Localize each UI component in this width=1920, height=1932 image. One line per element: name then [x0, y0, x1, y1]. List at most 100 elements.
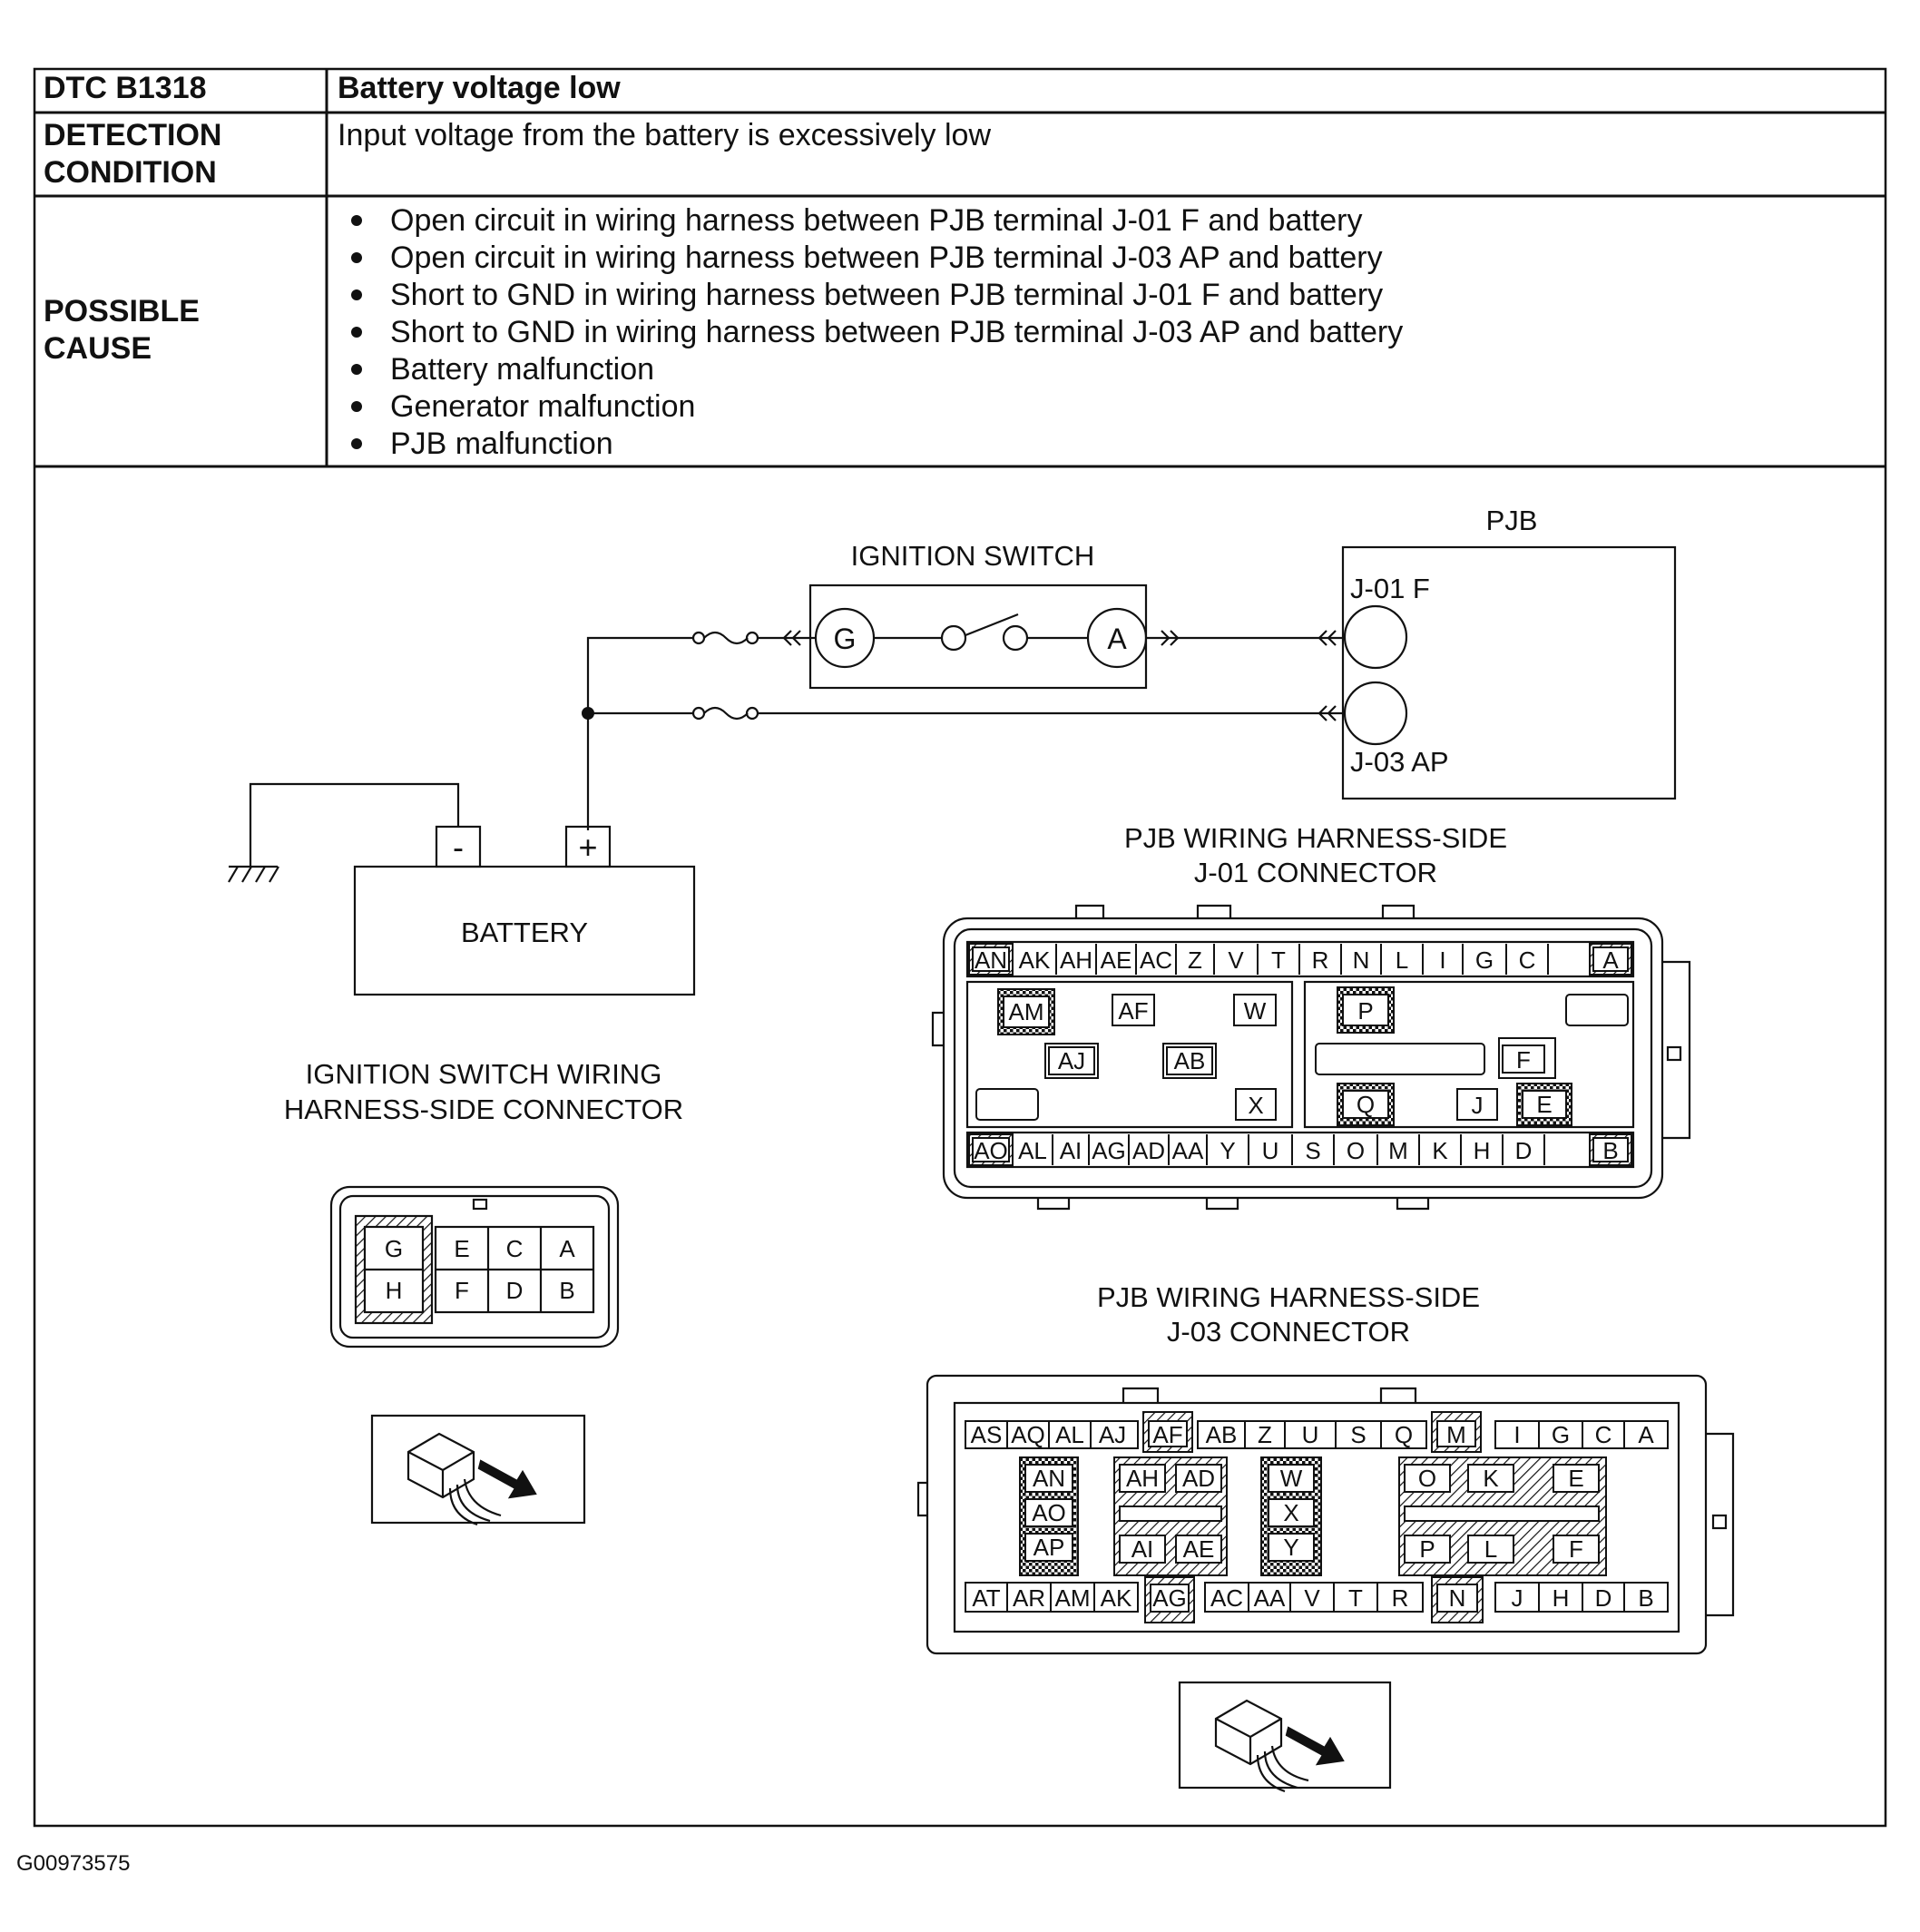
j03-pin: AQ: [1011, 1421, 1045, 1448]
j03-pin: AR: [1013, 1584, 1045, 1612]
j01-pin: AG: [1092, 1137, 1126, 1164]
j01-pin: A: [1602, 946, 1619, 974]
ign-pin-e: E: [454, 1235, 469, 1262]
cause-item: Generator malfunction: [390, 389, 695, 424]
bullet-icon: [351, 252, 362, 263]
j03-pin: AB: [1206, 1421, 1238, 1448]
j03-pin: AJ: [1099, 1421, 1126, 1448]
j03-pin: AE: [1183, 1535, 1215, 1563]
dtc-description: Battery voltage low: [338, 71, 621, 105]
bullet-icon: [351, 401, 362, 412]
cause-item: Short to GND in wiring harness between P…: [390, 315, 1403, 349]
j01-pin: AL: [1018, 1137, 1047, 1164]
ignition-switch-box: [808, 584, 1148, 690]
j01-right-block: [1315, 986, 1629, 1126]
j03-bottom-row: [965, 1576, 1669, 1623]
j03-pin: M: [1446, 1421, 1466, 1448]
j03-pin: T: [1348, 1584, 1363, 1612]
j03-pin: S: [1350, 1421, 1366, 1448]
j03-pin: F: [1569, 1535, 1583, 1563]
j01-pin: X: [1248, 1092, 1263, 1119]
ign-pin-f: F: [455, 1277, 469, 1304]
j03-pin: AA: [1254, 1584, 1286, 1612]
j01-pin: D: [1515, 1137, 1533, 1164]
cause-label-line1: POSSIBLE: [44, 294, 200, 329]
j03-pin: Z: [1258, 1421, 1272, 1448]
bullet-icon: [351, 364, 362, 375]
battery-label: BATTERY: [461, 917, 588, 948]
ign-connector-title-line1: IGNITION SWITCH WIRING: [306, 1058, 662, 1090]
cause-item: Short to GND in wiring harness between P…: [390, 278, 1383, 312]
ground-icon: [228, 865, 279, 883]
j01-pin: W: [1244, 997, 1267, 1025]
detection-label-line2: CONDITION: [44, 155, 217, 190]
j01-title-line1: PJB WIRING HARNESS-SIDE: [1124, 822, 1507, 854]
j01-pin: S: [1305, 1137, 1320, 1164]
ign-pin-b: B: [559, 1277, 574, 1304]
j01-pin: Z: [1188, 946, 1202, 974]
pjb-terminal-j03ap: [1343, 681, 1408, 746]
j03-pin: AG: [1152, 1584, 1187, 1612]
j03-pin: AH: [1126, 1465, 1159, 1492]
j01-pin: AN: [975, 946, 1007, 974]
bullet-icon: [351, 215, 362, 226]
j01-pin: J: [1472, 1092, 1484, 1119]
cause-label-line2: CAUSE: [44, 331, 152, 366]
j01-title-line2: J-01 CONNECTOR: [1194, 857, 1437, 888]
j03-pin: C: [1595, 1421, 1612, 1448]
j03-pin: O: [1418, 1465, 1436, 1492]
j03-middle-blocks: [1019, 1456, 1607, 1576]
ignition-switch-connector: [329, 1185, 620, 1348]
pjb-terminal-j01f-label: J-01 F: [1350, 573, 1430, 604]
j01-pin: L: [1396, 946, 1408, 974]
battery-negative-label: -: [453, 829, 464, 866]
pjb-terminal-j01f: [1343, 604, 1408, 670]
pjb-box: [1341, 545, 1677, 800]
dtc-table: [33, 67, 1887, 1828]
j03-pin: L: [1484, 1535, 1497, 1563]
wire-junction: [582, 707, 594, 720]
j03-pin: I: [1513, 1421, 1520, 1448]
j03-pin: P: [1419, 1535, 1435, 1563]
connector-view-icon: [1178, 1681, 1392, 1793]
ignition-switch-title: IGNITION SWITCH: [851, 540, 1095, 572]
cause-item: PJB malfunction: [390, 427, 613, 461]
j03-pin: A: [1638, 1421, 1654, 1448]
j01-bottom-row: [968, 1133, 1632, 1166]
j01-pin: U: [1262, 1137, 1279, 1164]
j01-pin: AD: [1132, 1137, 1165, 1164]
j03-pin: W: [1280, 1465, 1303, 1492]
cause-list: Open circuit in wiring harness between P…: [351, 203, 1403, 461]
battery-positive-label: +: [578, 829, 597, 866]
ignition-terminal-a-label: A: [1107, 623, 1127, 655]
dtc-code-label: DTC B1318: [44, 71, 207, 105]
j01-top-row: [968, 943, 1632, 976]
j03-pin: E: [1568, 1465, 1583, 1492]
j01-pin: AJ: [1058, 1047, 1085, 1074]
j01-pin: AI: [1060, 1137, 1082, 1164]
j01-pin: AE: [1101, 946, 1132, 974]
j01-pin: AF: [1118, 997, 1148, 1025]
j03-pin: X: [1283, 1499, 1298, 1526]
j01-pin: E: [1536, 1091, 1552, 1118]
ign-pin-h: H: [386, 1277, 403, 1304]
j03-pin: AK: [1101, 1584, 1132, 1612]
j03-pin: D: [1595, 1584, 1612, 1612]
bullet-icon: [351, 289, 362, 300]
j01-pin: V: [1228, 946, 1244, 974]
j03-pin: AO: [1032, 1499, 1066, 1526]
j03-pin: AS: [971, 1421, 1003, 1448]
j03-pin: AN: [1033, 1465, 1065, 1492]
j01-pin: C: [1519, 946, 1536, 974]
j03-pin: B: [1638, 1584, 1653, 1612]
detection-condition-text: Input voltage from the battery is excess…: [338, 118, 991, 152]
j01-pin: AC: [1140, 946, 1172, 974]
j01-pin: B: [1602, 1137, 1618, 1164]
j03-pin: K: [1483, 1465, 1499, 1492]
j01-pin: AO: [974, 1137, 1008, 1164]
j03-pin: H: [1553, 1584, 1570, 1612]
j01-pin: Q: [1357, 1091, 1375, 1118]
bullet-icon: [351, 327, 362, 338]
ign-pin-d: D: [506, 1277, 524, 1304]
j01-pin: F: [1516, 1046, 1531, 1074]
